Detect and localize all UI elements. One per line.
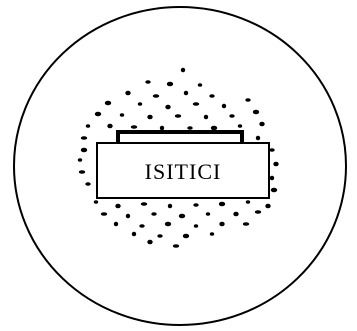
particle-dot: [151, 212, 156, 216]
particle-dot: [165, 222, 171, 227]
particle-dot: [265, 204, 270, 209]
particle-dot: [270, 176, 274, 181]
particle-dot: [181, 68, 185, 73]
particle-dot: [245, 98, 250, 102]
particle-dot: [81, 148, 87, 153]
particle-dot: [253, 110, 259, 115]
particle-dot: [86, 124, 90, 128]
particle-dot: [145, 80, 150, 84]
particle-dot: [259, 122, 264, 127]
particle-dot: [105, 101, 111, 106]
particle-dot: [139, 224, 144, 228]
particle-dot: [167, 82, 173, 87]
particle-dot: [246, 200, 250, 204]
particle-dot: [273, 162, 278, 167]
particle-dot: [114, 222, 118, 227]
particle-dot: [219, 202, 225, 207]
particle-dot: [120, 113, 124, 117]
particle-dot: [101, 212, 107, 216]
particle-dot: [194, 224, 198, 228]
particle-dot: [204, 115, 208, 120]
particle-dot: [107, 124, 112, 129]
particle-dot: [168, 204, 172, 209]
particle-dot: [81, 136, 87, 140]
particle-dot: [198, 83, 202, 87]
particle-dot: [210, 232, 214, 236]
particle-dot: [238, 124, 242, 128]
particle-dot: [183, 234, 189, 239]
particle-dot: [147, 240, 152, 245]
particle-dot: [147, 115, 152, 120]
particle-dot: [184, 91, 188, 96]
particle-dot: [157, 234, 162, 238]
particle-dot: [256, 136, 260, 141]
particle-dot: [255, 210, 261, 214]
particle-dot: [165, 105, 170, 110]
particle-dot: [153, 94, 159, 98]
particle-dot: [211, 126, 217, 131]
particle-dot: [193, 203, 198, 207]
particle-dot: [173, 244, 179, 248]
label-text: ISITICI: [145, 159, 222, 184]
particle-dot: [269, 148, 274, 152]
particle-dot: [79, 170, 85, 174]
particle-dot: [160, 126, 164, 131]
particle-dot: [141, 202, 147, 206]
particle-dot: [209, 94, 214, 98]
particle-dot: [179, 214, 185, 219]
particle-dot: [115, 204, 120, 209]
particle-dot: [193, 102, 199, 106]
particle-dot: [187, 126, 192, 130]
particle-dot: [138, 102, 142, 106]
particle-dot: [233, 212, 238, 217]
particle-dot: [125, 91, 130, 96]
particle-dot: [94, 200, 98, 204]
particle-dot: [131, 125, 137, 129]
particle-dot: [206, 212, 210, 216]
particle-dot: [229, 114, 234, 118]
particle-dot: [78, 158, 82, 162]
particle-dot: [85, 182, 90, 186]
particle-dot: [271, 188, 277, 193]
particle-dot: [243, 222, 249, 226]
particle-dot: [219, 222, 224, 227]
particle-dot: [222, 104, 226, 109]
particle-dot: [95, 112, 101, 117]
particle-dot: [126, 214, 130, 219]
particle-dot: [175, 114, 181, 118]
particle-dot: [132, 232, 136, 237]
